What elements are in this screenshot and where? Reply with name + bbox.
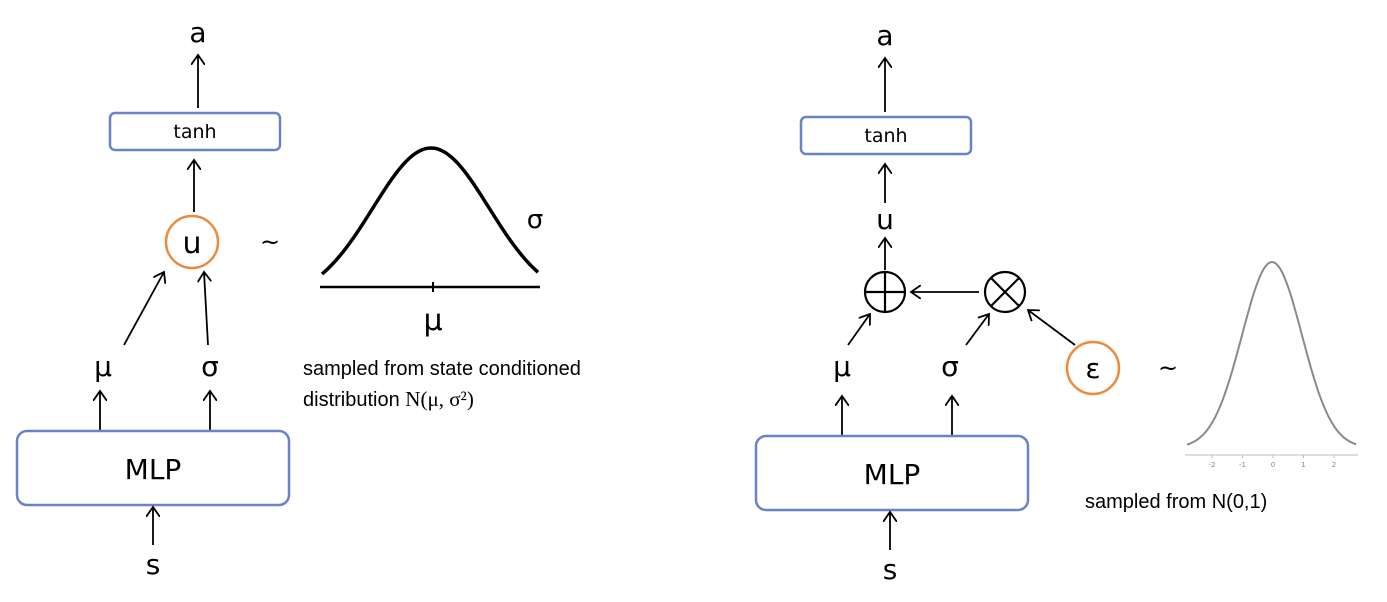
right-input-label: s xyxy=(883,553,898,586)
right-arrow-sigma-to-times xyxy=(965,314,989,346)
left-caption-line1: sampled from state conditioned xyxy=(303,358,581,380)
left-mlp-box xyxy=(15,429,291,507)
left-caption-line2-prefix: distribution xyxy=(303,389,400,411)
std-normal-curve xyxy=(1186,260,1357,446)
right-times-operator xyxy=(983,270,1027,314)
left-tanh-box xyxy=(108,111,282,152)
right-sigma-label: σ xyxy=(941,350,959,383)
right-std-normal-plot: -2 -1 0 1 2 xyxy=(1185,260,1358,469)
right-arrow-eps-to-times xyxy=(1028,310,1076,346)
right-mu-label: μ xyxy=(833,350,851,383)
left-arrow-sigma-to-u xyxy=(204,272,208,346)
right-diagram: a tanh u ε ~ -2 -1 0 1 2 μ σ xyxy=(754,19,1358,586)
right-u-label: u xyxy=(876,203,894,236)
std-normal-tick-label: 2 xyxy=(1332,461,1336,469)
right-tanh-label: tanh xyxy=(864,125,907,147)
left-curve-sigma: σ xyxy=(527,205,543,235)
right-tanh-box xyxy=(799,115,973,156)
std-normal-tick-label: -2 xyxy=(1209,461,1216,469)
left-u-circle xyxy=(164,214,220,270)
left-caption-line2: distribution N(μ, σ²) xyxy=(303,384,581,415)
std-normal-tick-label: 0 xyxy=(1271,461,1275,469)
left-tanh-label: tanh xyxy=(173,121,216,143)
left-mu-label: μ xyxy=(94,350,112,383)
left-diagram: a tanh u ~ σ μ μ σ MLP s xyxy=(15,16,543,581)
left-gaussian-curve xyxy=(320,146,540,276)
times-stroke-2 xyxy=(990,277,1020,307)
right-epsilon-label: ε xyxy=(1085,352,1100,385)
left-caption: sampled from state conditioned distribut… xyxy=(303,354,581,415)
std-normal-tick-label: -1 xyxy=(1239,461,1246,469)
left-caption-math: N(μ, σ²) xyxy=(405,387,474,411)
left-arrow-mu-to-u xyxy=(123,272,164,346)
left-mlp-label: MLP xyxy=(125,453,182,486)
right-mlp-box xyxy=(754,434,1030,512)
right-caption: sampled from N(0,1) xyxy=(1085,491,1268,513)
right-mlp-label: MLP xyxy=(864,458,921,491)
right-tilde: ~ xyxy=(1158,354,1178,382)
left-tilde: ~ xyxy=(260,228,280,256)
right-plus-operator xyxy=(863,270,907,314)
left-output-label: a xyxy=(189,16,206,49)
right-epsilon-circle xyxy=(1065,340,1121,396)
right-output-label: a xyxy=(876,19,893,52)
left-u-label: u xyxy=(182,226,201,261)
std-normal-tick-label: 1 xyxy=(1301,461,1305,469)
left-input-label: s xyxy=(146,548,161,581)
left-axis-mu: μ xyxy=(423,303,442,338)
right-arrow-mu-to-plus xyxy=(847,314,870,346)
left-sigma-label: σ xyxy=(201,350,219,383)
